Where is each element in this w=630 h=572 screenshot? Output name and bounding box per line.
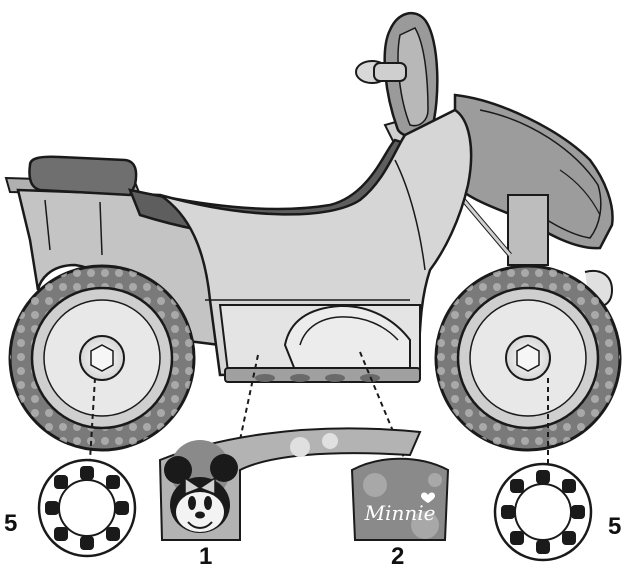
callout-label-left-wheel: 5	[4, 512, 17, 536]
callout-label-front-decal: 1	[199, 545, 212, 569]
rear-decal-text: Minnie	[364, 501, 436, 525]
rear-decal: Minnie	[352, 459, 448, 540]
callout-label-right-wheel: 5	[608, 515, 621, 539]
rear-wheel	[10, 266, 194, 450]
front-wheel	[436, 266, 620, 450]
wheel-insert-right	[495, 464, 591, 560]
wheel-insert-left	[39, 460, 135, 556]
callout-label-rear-decal: 2	[391, 545, 404, 569]
